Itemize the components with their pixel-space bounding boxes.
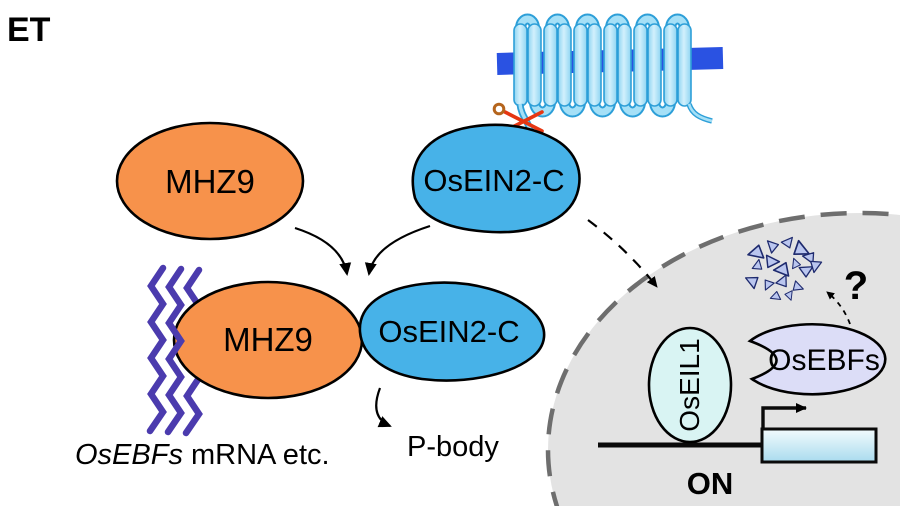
mhz9-to-complex-arrow — [294, 226, 352, 276]
mhz9-complex-label: MHZ9 — [223, 321, 313, 358]
mhz9-free-ellipse — [115, 121, 305, 241]
oseil1-label: OsEIL1 — [674, 338, 705, 431]
gene-box — [760, 427, 878, 464]
question-mark-label: ? — [844, 264, 868, 308]
mhz9-osein2c-complex: MHZ9 OsEIN2-C — [146, 264, 546, 437]
osein2c-to-complex-arrow — [364, 224, 431, 276]
transcription-start-arrow — [761, 403, 807, 430]
receptor-n-tail — [687, 103, 713, 123]
mrna-squiggle-icon — [146, 264, 167, 435]
pbody-label: P-body — [407, 431, 499, 463]
mhz9-free-label: MHZ9 — [165, 163, 255, 200]
osein2c-free-label: OsEIN2-C — [423, 163, 564, 198]
oseil1-ellipse — [647, 326, 733, 444]
gene-state-label: ON — [687, 466, 734, 501]
osein2c-complex-blob — [358, 281, 546, 382]
mrna-caption-rest: mRNA etc. — [191, 439, 330, 471]
mrna-caption-gene: OsEBFs — [75, 439, 183, 471]
nuclear-translocation-arrow — [587, 219, 658, 288]
protein-fragments-icon — [744, 236, 823, 301]
osebfs-label: OsEBFs — [768, 344, 880, 377]
osebfs-shape — [747, 322, 887, 396]
osein2c-free-blob — [411, 123, 581, 234]
mrna-squiggle-icon — [164, 265, 185, 436]
degradation-question-arrow — [826, 291, 851, 325]
osein2c-complex-label: OsEIN2-C — [378, 314, 519, 349]
nucleus: ? ON OsEIL1 OsEBFs — [545, 210, 900, 506]
transmembrane-receptor-icon — [496, 13, 724, 134]
pathway-hormone-label: ET — [7, 11, 51, 49]
pbody-arrow — [375, 387, 392, 428]
